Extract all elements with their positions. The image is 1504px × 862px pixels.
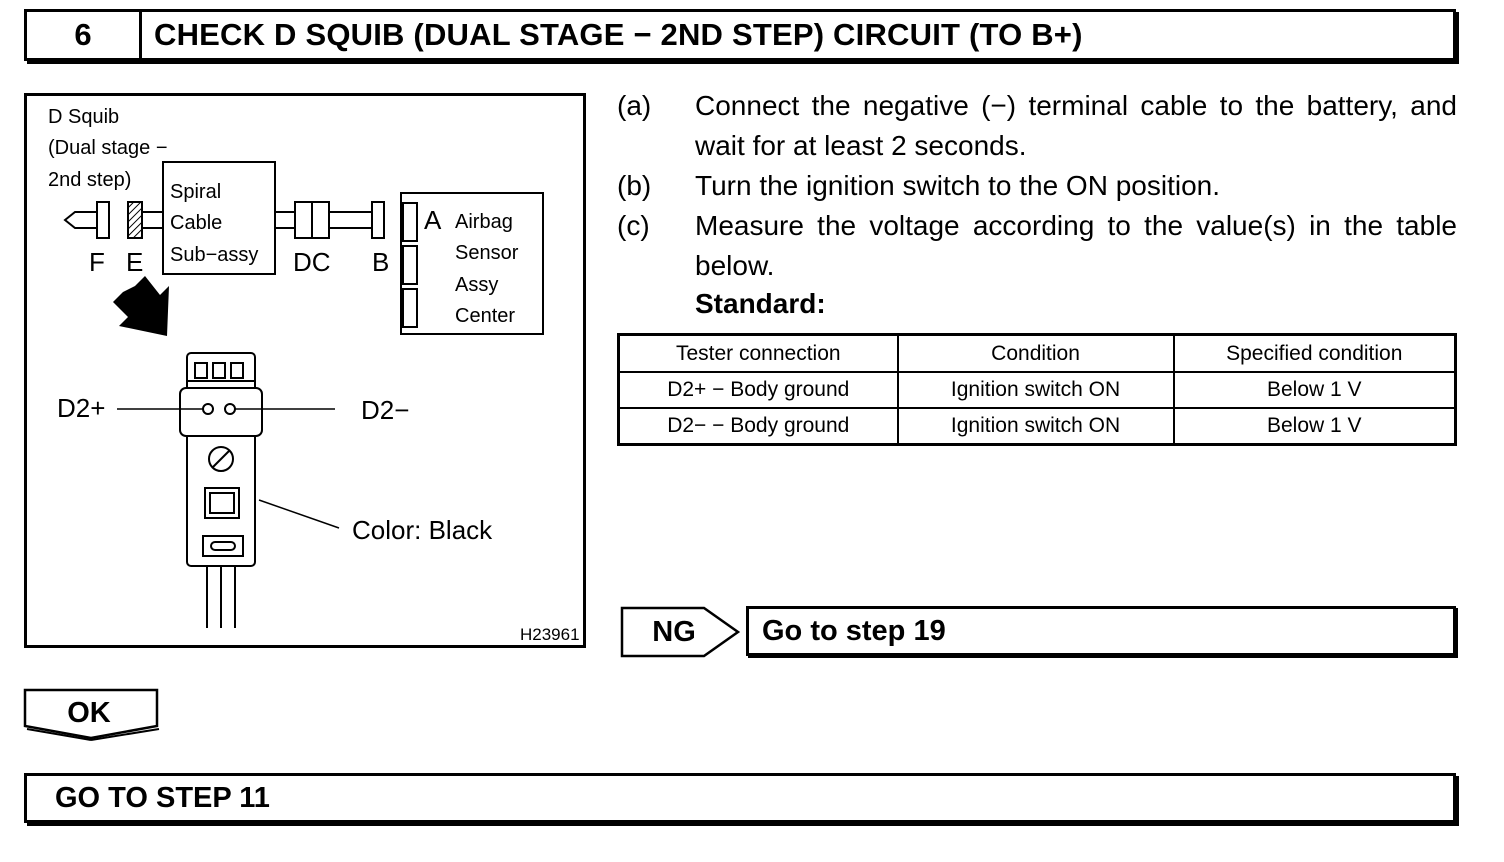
table-cell: D2− − Body ground [617,407,899,446]
squib-label-line2: (Dual stage − [48,137,168,159]
pin-neg-label: D2− [361,395,410,425]
connector-dc-label: DC [293,247,331,277]
connector-diagram [63,161,544,628]
arrow-icon [113,276,169,336]
ok-arrow-shape: OK [23,688,160,741]
table-header: Tester connection [617,333,899,373]
step-a: (a) Connect the negative (−) terminal ca… [617,86,1457,166]
next-step-box: GO TO STEP 11 [24,773,1456,823]
connector-b-label: B [372,247,390,277]
table-cell: Below 1 V [1172,407,1457,446]
ok-tag: OK [23,688,163,747]
spiral-label-line2: Cable [170,212,223,234]
table-cell: D2+ − Body ground [617,371,899,409]
ng-action-box: Go to step 19 [746,606,1456,656]
step-b: (b) Turn the ignition switch to the ON p… [617,166,1457,206]
spiral-label-line1: Spiral [170,181,222,203]
table-row: D2+ − Body ground Ignition switch ON Bel… [617,371,1457,409]
squib-label-line1: D Squib [48,106,120,128]
step-number: 6 [27,12,142,58]
table-cell: Below 1 V [1172,371,1457,409]
step-a-text: Connect the negative (−) terminal cable … [695,90,1457,161]
step-title: CHECK D SQUIB (DUAL STAGE − 2ND STEP) CI… [154,17,1083,52]
step-c-text: Measure the voltage according to the val… [695,210,1457,281]
step-b-marker: (b) [617,170,652,201]
table-cell: Ignition switch ON [896,371,1175,409]
connector-b-body [371,201,385,239]
step-b-text: Turn the ignition switch to the ON posit… [695,170,1220,201]
table-cell: Ignition switch ON [896,407,1175,446]
ng-tag: NG [620,606,744,663]
ok-tag-label: OK [67,697,111,729]
step-c-marker: (c) [617,210,650,241]
connector-a-label: A [424,205,442,235]
step-a-marker: (a) [617,90,652,121]
connector-a-pin-1 [402,202,418,242]
squib-connector-drawing [179,352,263,628]
color-note: Color: Black [352,515,493,545]
airbag-label-line1: Airbag [455,211,513,233]
pin-pos-label: D2+ [57,393,106,423]
ng-arrow-shape: NG [620,606,741,658]
step-header: 6 CHECK D SQUIB (DUAL STAGE − 2ND STEP) … [24,9,1456,61]
spec-table: Tester connection Condition Specified co… [617,333,1457,446]
connector-f-body [96,201,110,239]
table-header: Specified condition [1172,333,1457,373]
standard-label: Standard: [695,288,826,319]
connector-f-label: F [89,247,105,277]
airbag-label-line2: Sensor [455,242,519,264]
airbag-label-line4: Center [455,305,516,327]
connector-a-pin-2 [402,245,418,285]
table-header-row: Tester connection Condition Specified co… [617,333,1457,373]
connector-e-body [127,201,143,239]
connector-f-plug [63,211,98,229]
airbag-label-line3: Assy [455,274,499,296]
table-header: Condition [896,333,1175,373]
step-c: (c) Measure the voltage according to the… [617,206,1457,286]
spiral-cable-box [162,161,276,275]
connector-a-pin-3 [402,288,418,328]
figure-id: H23961 [520,625,580,644]
ng-tag-label: NG [652,616,696,648]
spiral-label-line3: Sub−assy [170,244,259,266]
airbag-sensor-box [400,192,544,335]
wiring-figure: D Squib (Dual stage − 2nd step) Spiral C… [24,93,586,648]
squib-label-line3: 2nd step) [48,169,132,191]
connector-e-label: E [126,247,144,277]
table-row: D2− − Body ground Ignition switch ON Bel… [617,407,1457,446]
